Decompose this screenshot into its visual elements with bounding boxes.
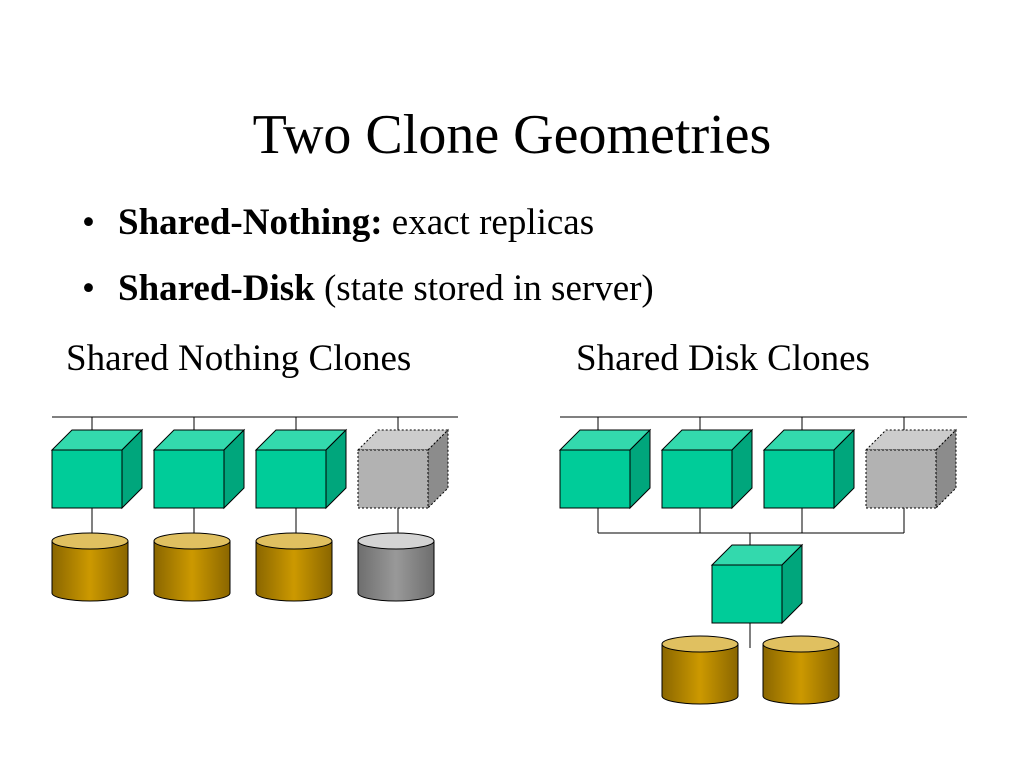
- disk-top: [153, 532, 231, 550]
- cube-front: [711, 564, 783, 624]
- disk-body: [255, 540, 333, 602]
- spare-disk: [357, 532, 435, 602]
- spare-clone-cube: [356, 428, 450, 510]
- cube-front: [153, 449, 225, 509]
- clone-cube: [762, 428, 856, 510]
- slide-title: Two Clone Geometries: [252, 104, 772, 166]
- clone-cube: [254, 428, 348, 510]
- shared-disk: [661, 635, 739, 705]
- disk-body: [762, 643, 840, 705]
- disk-top: [51, 532, 129, 550]
- disk-body: [357, 540, 435, 602]
- clone-cube: [660, 428, 754, 510]
- shared-disk: [762, 635, 840, 705]
- cube-front: [357, 449, 429, 509]
- bullet-term: Shared-Disk: [118, 268, 315, 309]
- clone-cube: [50, 428, 144, 510]
- disk-top: [762, 635, 840, 653]
- cube-front: [865, 449, 937, 509]
- clone-cube: [558, 428, 652, 510]
- clone-disk: [153, 532, 231, 602]
- shared-server-cube: [710, 543, 804, 625]
- clone-disk: [51, 532, 129, 602]
- spare-clone-cube: [864, 428, 958, 510]
- bullet-text: exact replicas: [382, 202, 595, 243]
- cube-front: [661, 449, 733, 509]
- clone-disk: [255, 532, 333, 602]
- clone-cube: [152, 428, 246, 510]
- cube-front: [763, 449, 835, 509]
- disk-body: [661, 643, 739, 705]
- bullet-text: (state stored in server): [314, 268, 654, 309]
- shared-disk-caption: Shared Disk Clones: [576, 338, 870, 379]
- bullet-shared-disk: Shared-Disk (state stored in server): [82, 256, 654, 322]
- bullet-list: Shared-Nothing: exact replicas Shared-Di…: [82, 190, 654, 322]
- cube-front: [559, 449, 631, 509]
- disk-body: [153, 540, 231, 602]
- shared-nothing-caption: Shared Nothing Clones: [66, 338, 412, 379]
- bullet-term: Shared-Nothing:: [118, 202, 383, 243]
- disk-body: [51, 540, 129, 602]
- cube-front: [51, 449, 123, 509]
- disk-top: [255, 532, 333, 550]
- bullet-shared-nothing: Shared-Nothing: exact replicas: [82, 190, 654, 256]
- disk-top: [661, 635, 739, 653]
- cube-front: [255, 449, 327, 509]
- disk-top: [357, 532, 435, 550]
